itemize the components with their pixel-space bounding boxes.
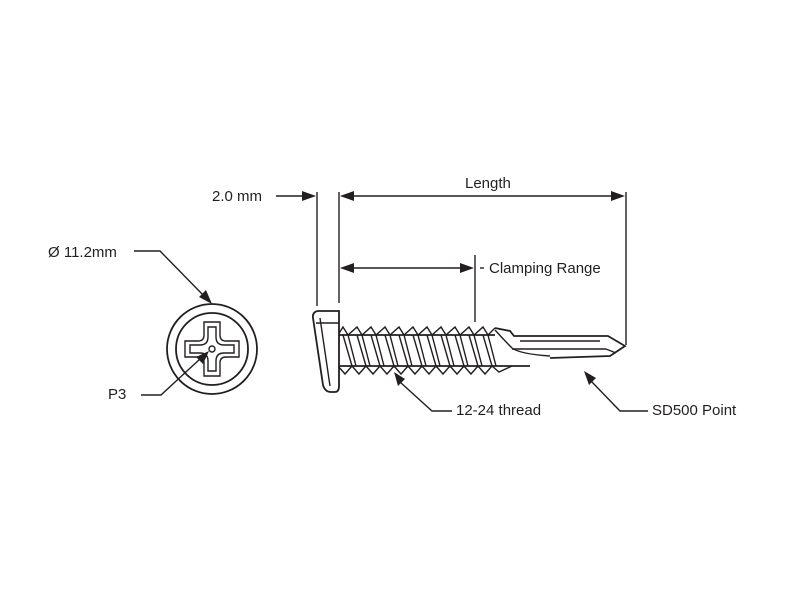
diameter-leader-line xyxy=(134,250,206,298)
sd500-drill-point xyxy=(494,327,627,367)
point-arrowhead xyxy=(584,371,596,385)
point-label: SD500 Point xyxy=(652,402,737,419)
thread-bottom-crests xyxy=(337,364,513,376)
drive-leader-line xyxy=(141,358,201,396)
clamp-right-arrowhead xyxy=(460,263,474,273)
diameter-arrowhead xyxy=(199,290,212,304)
screw-head-end-view xyxy=(166,303,258,395)
thread-arrowhead xyxy=(394,372,405,386)
wafer-head-profile xyxy=(311,310,340,393)
length-left-arrowhead xyxy=(340,191,354,201)
thread-leader-line xyxy=(399,381,452,412)
head-thickness-arrowhead xyxy=(302,191,316,201)
drive-arrowhead xyxy=(196,351,209,364)
drive-label: P3 xyxy=(108,386,126,403)
head-inner-circle xyxy=(175,312,249,386)
head-thickness-label: 2.0 mm xyxy=(212,188,262,205)
head-thickness-dimension: 2.0 mm xyxy=(212,188,316,205)
clamping-range-dimension: Clamping Range xyxy=(340,260,601,277)
thread-label: 12-24 thread xyxy=(456,402,541,419)
length-dimension: Length xyxy=(340,175,625,201)
diameter-dimension: Ø 11.2mm xyxy=(48,244,212,304)
clamp-left-arrowhead xyxy=(340,263,354,273)
diameter-label: Ø 11.2mm xyxy=(48,244,117,261)
thread-top-crests xyxy=(337,325,496,337)
thread-helix-lines xyxy=(342,334,497,367)
thread-callout: 12-24 thread xyxy=(394,372,541,419)
clamping-range-label: Clamping Range xyxy=(489,260,601,277)
phillips-p3-recess-icon xyxy=(184,321,240,377)
head-outer-circle xyxy=(166,303,258,395)
length-right-arrowhead xyxy=(611,191,625,201)
point-leader-line xyxy=(590,380,648,412)
screw-side-view xyxy=(311,310,627,393)
head-inner-contour xyxy=(319,317,331,387)
point-callout: SD500 Point xyxy=(584,371,737,419)
length-label: Length xyxy=(465,175,511,192)
drive-dimension: P3 xyxy=(108,351,209,403)
